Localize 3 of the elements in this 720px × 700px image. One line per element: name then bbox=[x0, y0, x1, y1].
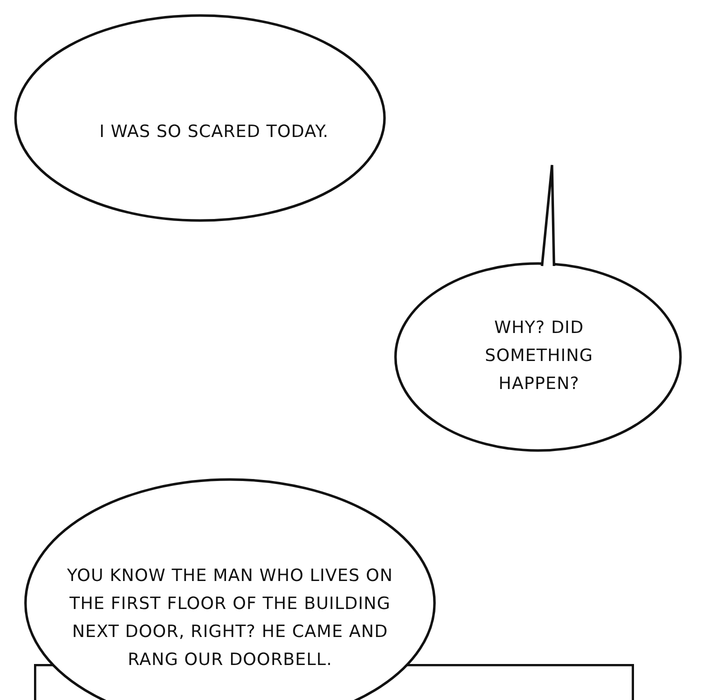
dialogue-text: WHY? DID SOMETHING HAPPEN? bbox=[484, 317, 594, 396]
dialogue-text: I WAS SO SCARED TODAY. bbox=[98, 121, 330, 144]
dialogue-text: YOU KNOW THE MAN WHO LIVES ON THE FIRST FLOOR OF THE BUILDING NEXT DOOR, RIGHT? HE CAME AND RANG OUR DOORBELL. bbox=[66, 565, 394, 672]
